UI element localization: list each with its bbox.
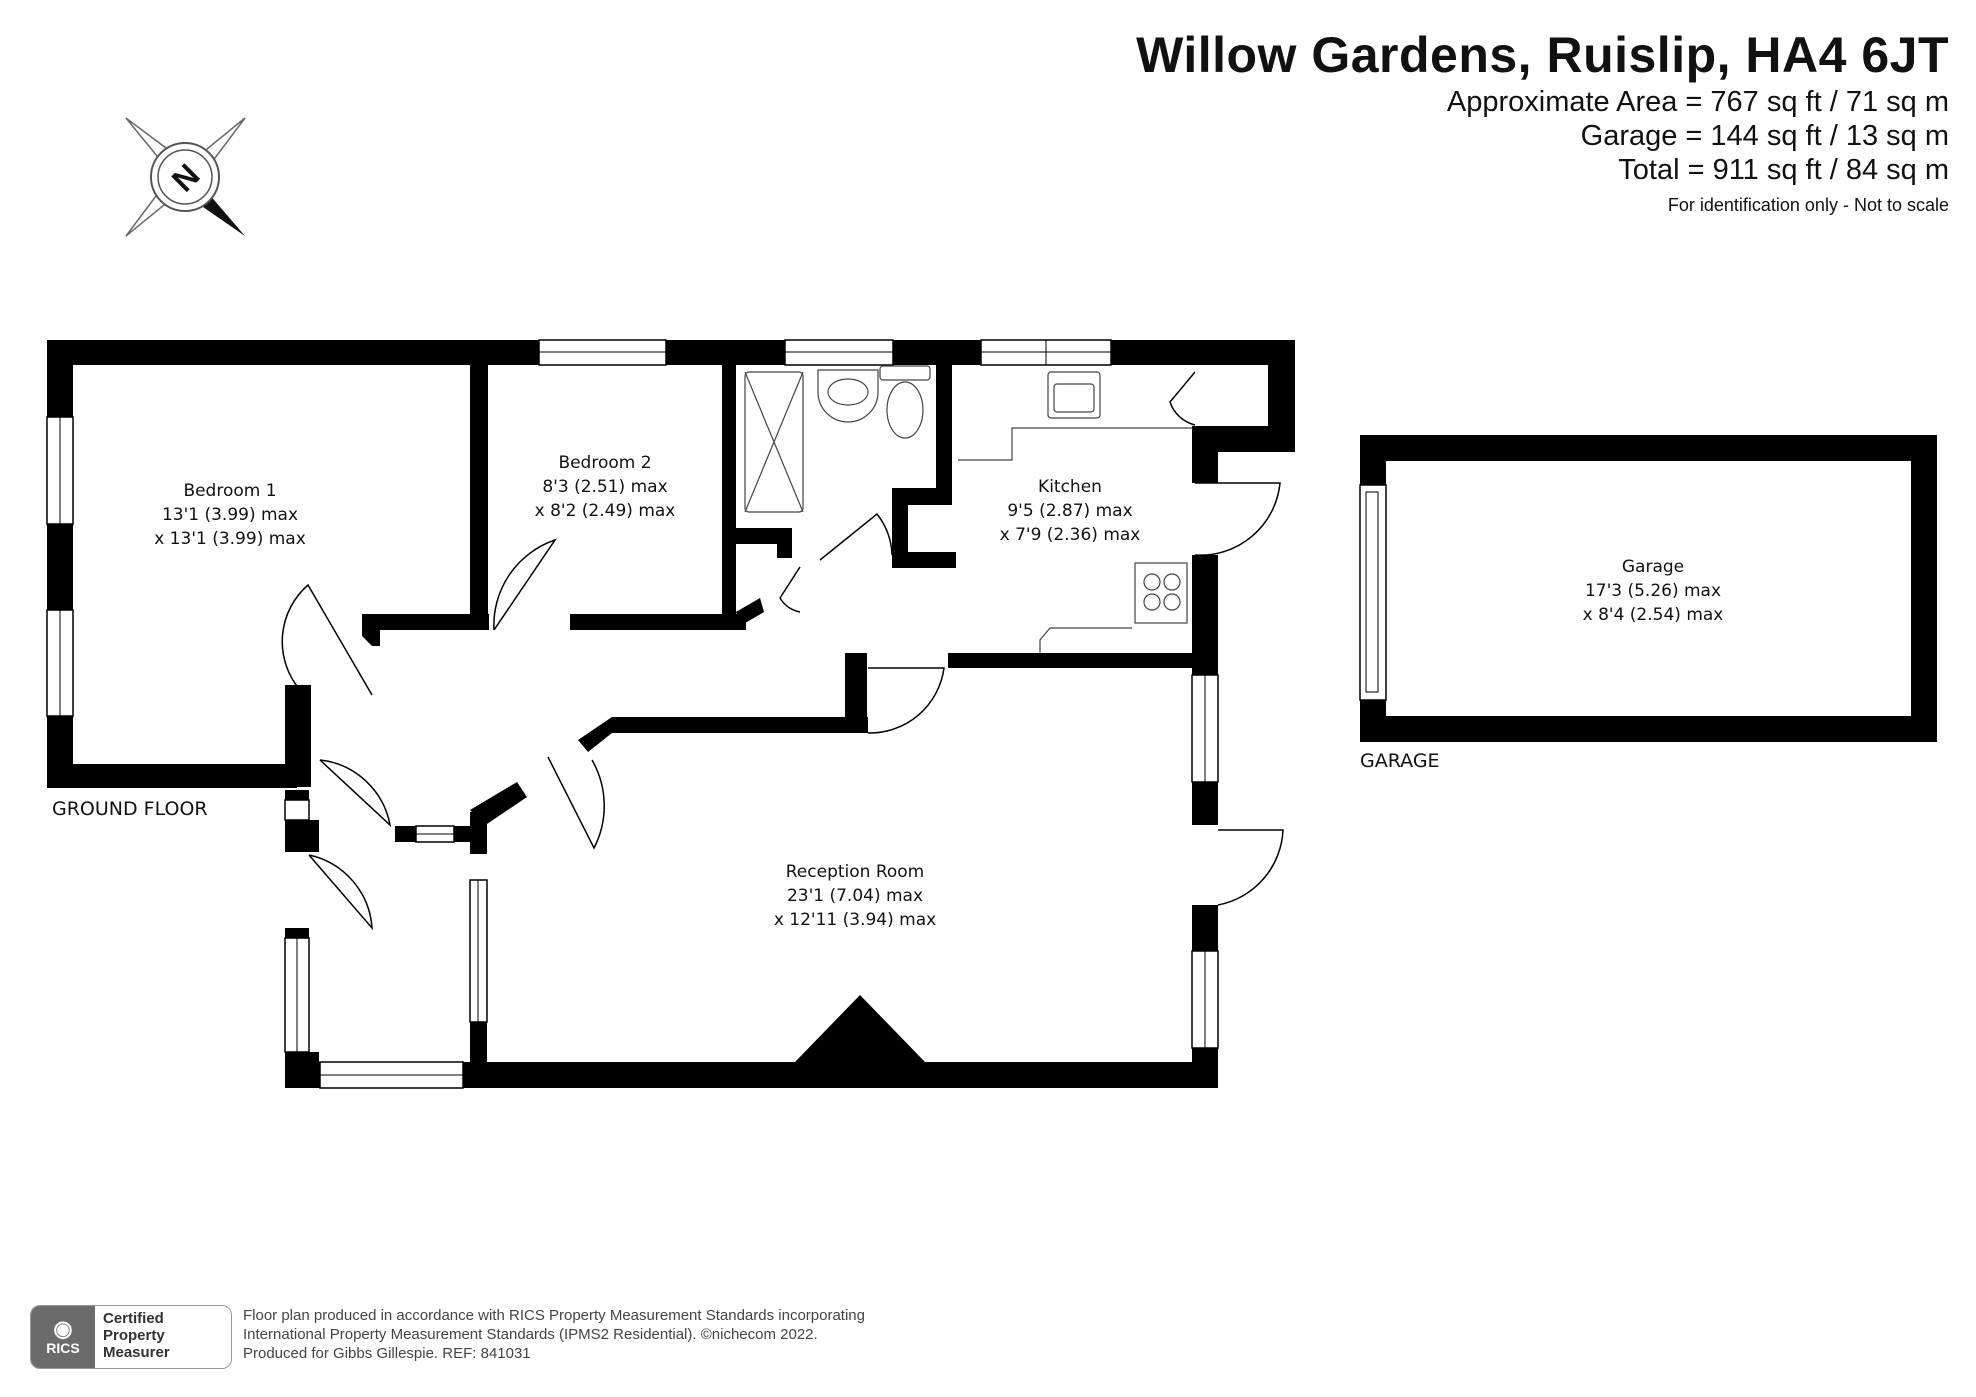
- reception-dim2: x 12'11 (3.94) max: [774, 910, 936, 930]
- garage-name: Garage: [1622, 557, 1684, 577]
- bedroom2-dim2: x 8'2 (2.49) max: [535, 501, 676, 521]
- scale-note: For identification only - Not to scale: [1667, 195, 1949, 215]
- reception-dim1: 23'1 (7.04) max: [787, 886, 923, 906]
- bedroom2-dim1: 8'3 (2.51) max: [542, 477, 667, 497]
- bedroom1-dim2: x 13'1 (3.99) max: [154, 529, 306, 549]
- garage-dim1: 17'3 (5.26) max: [1585, 581, 1721, 601]
- reception-name: Reception Room: [786, 862, 924, 882]
- washbasin-icon: [817, 369, 879, 423]
- property-title: Willow Gardens, Ruislip, HA4 6JT: [1136, 27, 1949, 83]
- footer-line1: Floor plan produced in accordance with R…: [243, 1307, 865, 1324]
- garage-walls: [1360, 435, 1937, 742]
- header: Willow Gardens, Ruislip, HA4 6JT Approxi…: [1136, 25, 1949, 216]
- garage-area-text: Garage = 144 sq ft / 13 sq m: [1580, 120, 1949, 152]
- badge-text: Certified Property Measurer: [95, 1306, 231, 1368]
- ground-floor-label: GROUND FLOOR: [52, 798, 208, 820]
- compass-icon: N: [125, 117, 246, 237]
- window-panes: [59, 340, 1206, 1076]
- footer-line3: Produced for Gibbs Gillespie. REF: 84103…: [243, 1345, 531, 1362]
- rics-badge: ◉ RICS Certified Property Measurer: [30, 1305, 232, 1369]
- badge-line2: Property: [103, 1327, 165, 1344]
- garage-floor-label: GARAGE: [1360, 750, 1440, 772]
- toilet-icon: [879, 365, 931, 381]
- house-walls: [47, 340, 1295, 1088]
- bedroom1-name: Bedroom 1: [183, 481, 276, 501]
- rics-emblem-icon: ◉: [53, 1316, 73, 1341]
- rics-logo: ◉ RICS: [31, 1306, 95, 1368]
- badge-line3: Measurer: [103, 1344, 170, 1361]
- kitchen-dim2: x 7'9 (2.36) max: [1000, 525, 1141, 545]
- garage-dim2: x 8'4 (2.54) max: [1583, 605, 1724, 625]
- fixtures: [744, 365, 1192, 653]
- bathtub-icon: [744, 371, 804, 513]
- approx-area-text: Approximate Area = 767 sq ft / 71 sq m: [1446, 86, 1949, 118]
- kitchen-dim1: 9'5 (2.87) max: [1007, 501, 1132, 521]
- rics-brand: RICS: [46, 1340, 80, 1356]
- bedroom1-dim1: 13'1 (3.99) max: [162, 505, 298, 525]
- kitchen-sink-icon: [1047, 371, 1101, 419]
- doors: [281, 371, 1284, 931]
- garage-door: [1359, 484, 1387, 701]
- total-area-text: Total = 911 sq ft / 84 sq m: [1618, 154, 1949, 186]
- bedroom2-name: Bedroom 2: [558, 453, 651, 473]
- hob-icon: [1134, 562, 1188, 624]
- badge-line1: Certified: [103, 1310, 164, 1327]
- footer-line2: International Property Measurement Stand…: [243, 1326, 818, 1343]
- kitchen-name: Kitchen: [1038, 477, 1102, 497]
- room-labels: Bedroom 1 13'1 (3.99) max x 13'1 (3.99) …: [154, 453, 1723, 930]
- footer-disclaimer: Floor plan produced in accordance with R…: [243, 1306, 865, 1363]
